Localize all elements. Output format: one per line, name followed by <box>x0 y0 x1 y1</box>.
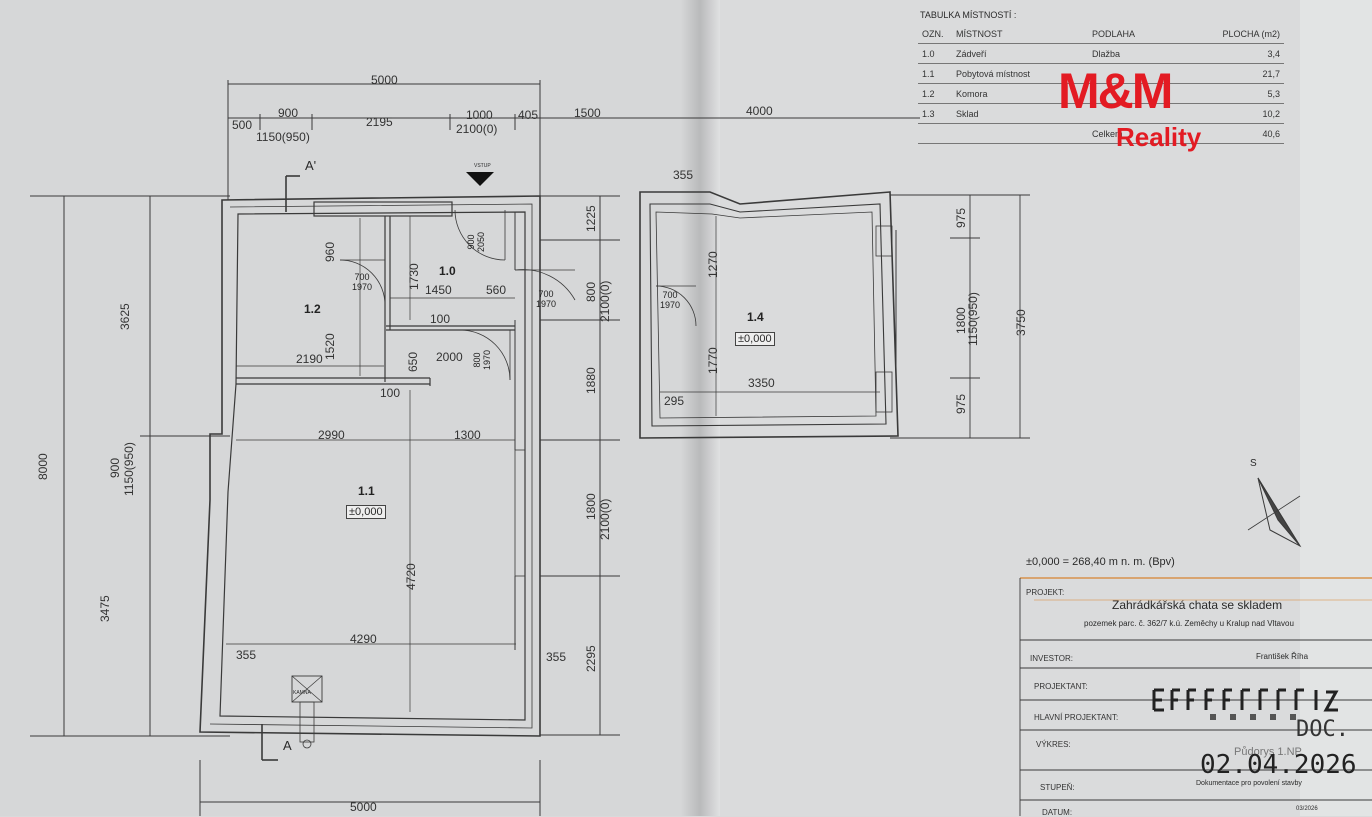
dim-right: 2295 <box>584 645 598 672</box>
section-mark-top: A' <box>305 158 317 173</box>
dim-top: 1000 <box>466 108 493 122</box>
entrance-label: VSTUP <box>474 163 491 169</box>
date-value: 03/2026 <box>1296 806 1318 812</box>
dim-top: 2100(0) <box>456 122 498 136</box>
dim-inner: 4720 <box>404 563 418 590</box>
dim-inner: 2990 <box>318 428 345 442</box>
dim-right: 800 <box>584 281 598 302</box>
dim-top: 1150(950) <box>256 130 310 144</box>
dim-inner: 355 <box>546 650 567 664</box>
dim-inner: 100 <box>380 386 401 400</box>
dim-top: 405 <box>518 108 539 122</box>
room-table-title: TABULKA MÍSTNOSTÍ : <box>920 10 1017 20</box>
vykres-label: VÝKRES: <box>1036 740 1071 749</box>
hlavni-projektant-label: HLAVNÍ PROJEKTANT: <box>1034 713 1119 722</box>
dim-right: 2100(0) <box>598 498 612 540</box>
stamp-date: 02.04.2026 <box>1200 750 1357 780</box>
dim-right-total: 3750 <box>1014 309 1028 336</box>
room-id-1-2: 1.2 <box>304 302 321 316</box>
dim-top: 500 <box>232 118 253 132</box>
dim-right: 1800 <box>584 493 598 520</box>
section-mark-bottom: A <box>283 738 292 753</box>
north-label: S <box>1250 458 1257 469</box>
stage-value: Dokumentace pro povolení stavby <box>1196 780 1302 787</box>
dim-top: 900 <box>278 106 299 120</box>
stamp-doc: DOC. <box>1296 717 1349 742</box>
dim-inner: 1300 <box>454 428 481 442</box>
dim-right: 975 <box>954 207 968 228</box>
dim-top: 1500 <box>574 106 601 120</box>
dim-left: 1150(950) <box>122 442 136 496</box>
dim-inner: 3350 <box>748 376 775 390</box>
dim-inner: 650 <box>406 351 420 372</box>
logo-main: M&M <box>1058 63 1173 119</box>
room-level-1-1: ±0,000 <box>346 505 386 519</box>
dim-inner: 1270 <box>706 251 720 278</box>
dim-inner: 355 <box>236 648 257 662</box>
elevation-note: ±0,000 = 268,40 m n. m. (Bpv) <box>1026 556 1175 568</box>
dim-inner: 2000 <box>436 350 463 364</box>
dim-inner: 100 <box>430 312 451 326</box>
stupen-label: STUPEŇ: <box>1040 783 1075 792</box>
project-subtitle: pozemek parc. č. 362/7 k.ú. Zeměchy u Kr… <box>1084 619 1294 628</box>
dim-left: 3625 <box>118 303 132 330</box>
investor-name: František Říha <box>1256 652 1309 661</box>
dim-inner: 1730 <box>407 263 421 290</box>
drawing-name: Půdorys 1.NP <box>1234 746 1302 758</box>
dim-right: 1150(950) <box>966 292 980 346</box>
dim-right: 975 <box>954 393 968 414</box>
room-id-1-1: 1.1 <box>358 484 375 498</box>
dim-left: 3475 <box>98 595 112 622</box>
dim-inner: 355 <box>673 168 694 182</box>
projektant-label: PROJEKTANT: <box>1034 682 1088 691</box>
dim-top: 2195 <box>366 115 393 129</box>
redacted-signature <box>1152 688 1339 720</box>
dim-inner: 1450 <box>425 283 452 297</box>
dim-top-total: 5000 <box>371 73 398 87</box>
dim-right: 1225 <box>584 205 598 232</box>
dim-inner: 1770 <box>706 347 720 374</box>
datum-label: DATUM: <box>1042 808 1073 817</box>
stove-label: KAMNA <box>293 690 311 696</box>
mm-reality-logo: M&M Reality <box>1058 66 1224 162</box>
dim-inner: 560 <box>486 283 507 297</box>
logo-sub: Reality <box>1116 122 1202 152</box>
dim-bottom-total: 5000 <box>350 800 377 814</box>
dim-inner: 4290 <box>350 632 377 646</box>
dim-inner: 960 <box>323 241 337 262</box>
table-header-row: OZN. MÍSTNOST PODLAHA PLOCHA (m2) <box>918 24 1284 44</box>
dim-inner: 1520 <box>323 333 337 360</box>
room-id-1-0: 1.0 <box>439 264 456 278</box>
dim-inner: 2190 <box>296 352 323 366</box>
dim-left-total: 8000 <box>36 453 50 480</box>
dim-top: 4000 <box>746 104 773 118</box>
dim-inner: 295 <box>664 394 685 408</box>
projekt-label: PROJEKT: <box>1026 588 1065 597</box>
dim-left: 900 <box>108 457 122 478</box>
room-id-1-4: 1.4 <box>747 310 764 324</box>
room-level-1-4: ±0,000 <box>735 332 775 346</box>
dim-right: 2100(0) <box>598 280 612 322</box>
dim-right: 1880 <box>584 367 598 394</box>
investor-label: INVESTOR: <box>1030 654 1073 663</box>
project-title: Zahrádkářská chata se skladem <box>1112 598 1283 612</box>
